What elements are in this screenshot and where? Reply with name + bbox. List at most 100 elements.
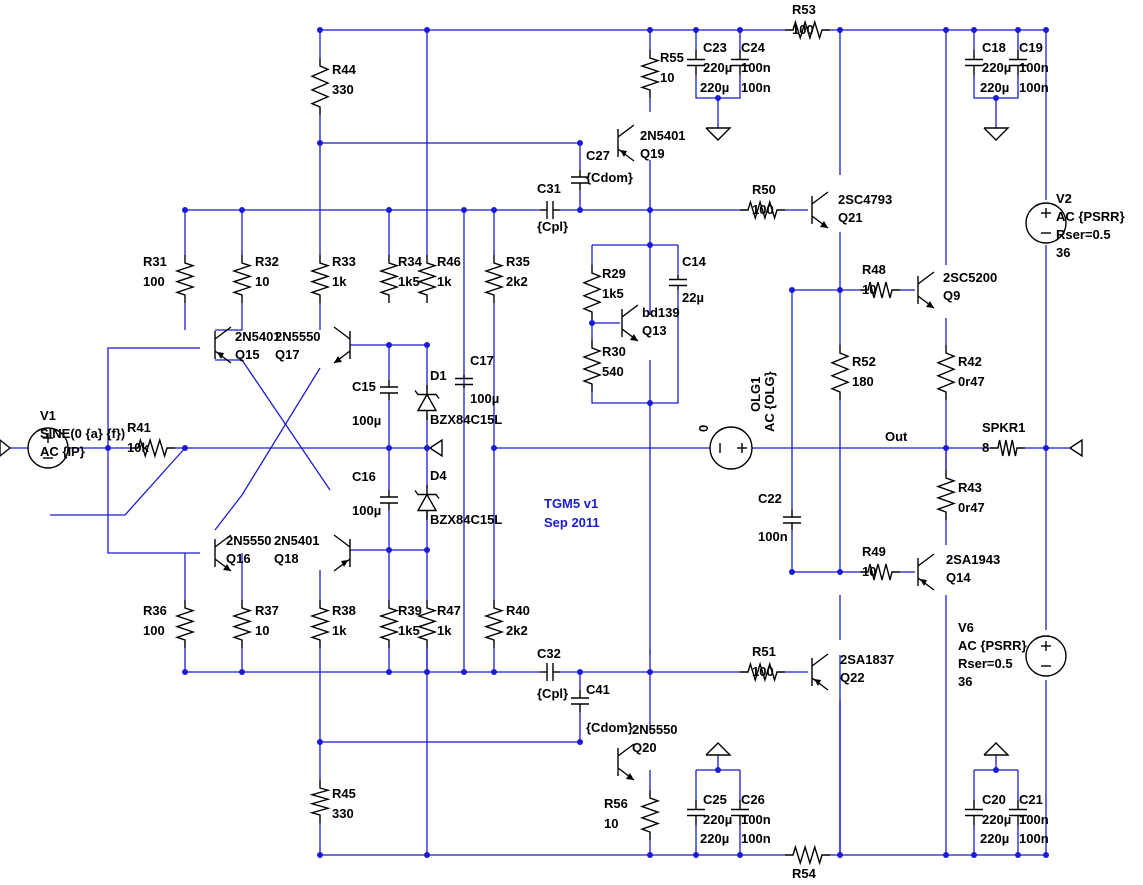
junction-dot [424,547,430,553]
capacitor-c17 [455,375,473,388]
value-c22: 100n [758,529,788,544]
part-q20: 2N5550 [632,722,678,737]
junction-dot [971,27,977,33]
value-c21: 100n [1019,831,1049,846]
resistor-r33 [309,255,331,303]
wire [591,392,650,404]
capacitor-c24 [731,50,749,75]
part-q13: bd139 [642,305,680,320]
ref-r41: R41 [127,420,151,435]
junction-dot [693,852,699,858]
part-q14: 2SA1943 [946,552,1000,567]
value-v1: SINE(0 {a} {f}) [40,426,125,441]
ref-r38: R38 [332,603,356,618]
value-c23: 220µ [703,60,732,75]
junction-dot [386,207,392,213]
value-r38: 1k [332,623,347,638]
value-r44: 330 [332,82,354,97]
resistor-r54 [785,844,830,866]
ref-c21: C21 [1019,792,1043,807]
part-q15: 2N5401 [235,329,281,344]
value-r47: 1k [437,623,452,638]
ref-r55: R55 [660,50,684,65]
net-label-out: Out [885,429,908,444]
wire [791,530,840,573]
junction-dot [1043,445,1049,451]
value-r45: 330 [332,806,354,821]
ref-c15: C15 [352,379,376,394]
junction-dot [837,287,843,293]
junction-dot [647,400,653,406]
zener-d4 [414,485,440,520]
ref-c25: C25 [703,792,727,807]
ref-d1: D1 [430,368,447,383]
source-v6 [1025,635,1067,677]
ref-c41: C41 [586,682,610,697]
dc-v6: 36 [958,674,972,689]
transistor-q15 [214,326,232,364]
ref-c23: C23 [703,40,727,55]
ref-q18: Q18 [274,551,299,566]
value-c31: {Cpl} [537,219,568,234]
resistor-r51 [740,661,785,683]
value-r49: 10 [862,564,876,579]
junction-dot [1043,852,1049,858]
capacitor-c27 [571,170,589,190]
ref-r48: R48 [862,262,886,277]
resistor-r48 [860,281,900,299]
value-r43: 0r47 [958,500,985,515]
ref-r33: R33 [332,254,356,269]
wires [10,29,1070,856]
resistor-r53 [785,19,830,41]
junction-dot [837,852,843,858]
junction-dot [577,669,583,675]
transistor-q9 [917,271,935,309]
value-r30: 540 [602,364,624,379]
resistor-r41 [130,437,175,459]
value-r39: 1k5 [398,623,420,638]
value-c41: {Cdom} [586,720,633,735]
ref-r54: R54 [792,866,817,881]
resistor-r40 [483,600,505,648]
ref-v6: V6 [958,620,974,635]
value-r33: 1k [332,274,347,289]
dc-olg1: 0 [696,425,711,432]
value-r51: 100 [752,664,774,679]
wire [184,648,540,673]
junction-dot [837,27,843,33]
ref-c18: C18 [982,40,1006,55]
ref-c32: C32 [537,646,561,661]
ref-r51: R51 [752,644,776,659]
value-c20: 220µ [982,812,1011,827]
ref-c14: C14 [682,254,707,269]
param-v1: AC {IP} [40,444,85,459]
ref-q16: Q16 [226,551,251,566]
transistor-q18 [333,534,351,572]
junction-dot [491,445,497,451]
capacitor-c16 [380,490,398,510]
junction-dot [693,27,699,33]
value-r34: 1k5 [398,274,420,289]
ref-olg1: OLG1 [748,377,763,412]
ref-r49: R49 [862,544,886,559]
ref-spkr1: SPKR1 [982,420,1025,435]
value-v2: AC {PSRR} [1056,209,1125,224]
design-title: TGM5 v1 [544,496,598,511]
junction-dot [317,27,323,33]
part-q9: 2SC5200 [943,270,997,285]
design-date: Sep 2011 [544,515,600,530]
wire [107,347,200,448]
ground-icon [983,127,1010,141]
value-c18: 220µ [982,60,1011,75]
ref-q22: Q22 [840,670,865,685]
junction-dot [424,852,430,858]
param-v6: Rser=0.5 [958,656,1013,671]
value-c32: {Cpl} [537,686,568,701]
junction-dot [317,852,323,858]
resistor-r37 [231,600,253,648]
capacitor-c26 [731,800,749,825]
junction-dot [993,767,999,773]
ref-r40: R40 [506,603,530,618]
ref-r52: R52 [852,354,876,369]
